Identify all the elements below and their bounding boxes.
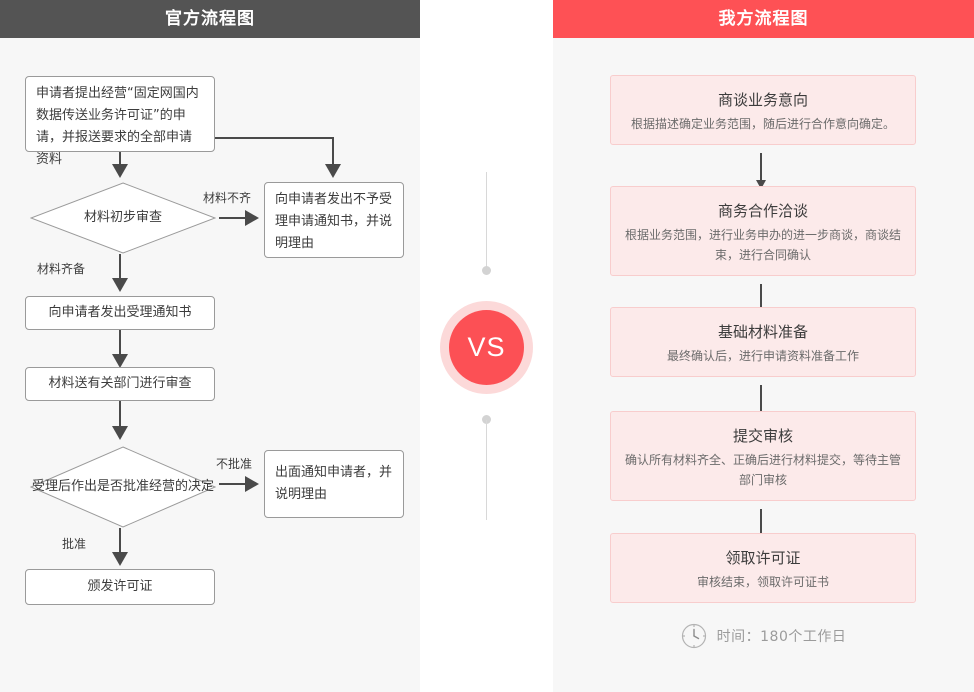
- official-node-accept-notice: 向申请者发出受理通知书: [25, 296, 215, 330]
- official-flowchart: 申请者提出经营“固定网国内数据传送业务许可证”的申请，并报送要求的全部申请资料 …: [0, 38, 420, 692]
- our-arrow-1: [756, 153, 766, 189]
- our-step-3-desc: 最终确认后，进行申请资料准备工作: [666, 349, 859, 363]
- our-step-1-desc: 根据描述确定业务范围，随后进行合作意向确定。: [630, 117, 895, 131]
- our-panel-title: 我方流程图: [553, 0, 974, 38]
- our-step-1-title: 商谈业务意向: [717, 91, 808, 109]
- edge-label-incomplete: 材料不齐: [203, 191, 252, 205]
- edge-label-complete: 材料齐备: [37, 262, 86, 276]
- our-step-4-title: 提交审核: [732, 427, 793, 445]
- diamond-shape-icon: [30, 182, 216, 254]
- our-arrow-3: [756, 385, 766, 421]
- vs-divider: VS: [420, 0, 553, 692]
- our-step-2-title: 商务合作洽谈: [717, 202, 808, 220]
- our-step-5-desc: 审核结束，领取许可证书: [696, 575, 829, 589]
- official-decision-approval-text: 受理后作出是否批准经营的决定: [31, 479, 214, 494]
- official-node-reject-inform: 出面通知申请者，并说明理由: [264, 450, 404, 518]
- our-footer-time: 时间：180个工作日: [553, 623, 974, 649]
- our-step-1: 商谈业务意向 根据描述确定业务范围，随后进行合作意向确定。: [610, 75, 916, 145]
- official-node-reject-notice: 向申请者发出不予受理申请通知书，并说明理由: [264, 182, 404, 258]
- vs-dot-bottom: [482, 415, 491, 424]
- vs-label: VS: [449, 310, 524, 385]
- edge-label-approved: 批准: [62, 537, 87, 551]
- vs-dot-top: [482, 266, 491, 275]
- official-decision-material-check: 材料初步审查: [30, 182, 216, 254]
- our-step-3: 基础材料准备 最终确认后，进行申请资料准备工作: [610, 307, 916, 377]
- official-node-issue-license-text: 颁发许可证: [87, 579, 153, 594]
- our-footer-time-text: 时间：180个工作日: [716, 629, 847, 645]
- our-step-3-title: 基础材料准备: [717, 323, 808, 341]
- clock-icon: [681, 623, 706, 649]
- our-step-5-title: 领取许可证: [725, 549, 801, 567]
- our-step-5: 领取许可证 审核结束，领取许可证书: [610, 533, 916, 603]
- official-node-reject-inform-text: 出面通知申请者，并说明理由: [275, 465, 393, 502]
- official-node-issue-license: 颁发许可证: [25, 569, 215, 605]
- our-step-2: 商务合作洽谈 根据业务范围，进行业务申办的进一步商谈，商谈结束，进行合同确认: [610, 186, 916, 276]
- official-decision-material-check-text: 材料初步审查: [83, 210, 162, 225]
- official-connectors: [112, 137, 341, 566]
- official-node-reject-notice-text: 向申请者发出不予受理申请通知书，并说明理由: [275, 192, 393, 251]
- official-node-apply-text: 申请者提出经营“固定网国内数据传送业务许可证”的申请，并报送要求的全部申请资料: [36, 86, 199, 167]
- edge-label-not-approved: 不批准: [216, 457, 253, 471]
- official-node-dept-review: 材料送有关部门进行审查: [25, 367, 215, 401]
- official-decision-approval: 受理后作出是否批准经营的决定: [30, 446, 216, 528]
- our-flowchart: 商谈业务意向 根据描述确定业务范围，随后进行合作意向确定。 商务合作洽谈 根据业…: [553, 38, 974, 692]
- our-arrow-4: [756, 509, 766, 545]
- official-node-apply: 申请者提出经营“固定网国内数据传送业务许可证”的申请，并报送要求的全部申请资料: [25, 76, 215, 167]
- our-step-4: 提交审核 确认所有材料齐全、正确后进行材料提交，等待主管部门审核: [610, 411, 916, 501]
- our-step-4-desc: 确认所有材料齐全、正确后进行材料提交，等待主管部门审核: [624, 453, 901, 487]
- official-panel-title: 官方流程图: [0, 0, 420, 38]
- official-node-accept-notice-text: 向申请者发出受理通知书: [48, 305, 192, 320]
- our-step-2-desc: 根据业务范围，进行业务申办的进一步商谈，商谈结束，进行合同确认: [624, 228, 901, 262]
- vs-line-top: [486, 172, 487, 270]
- vs-badge: VS: [440, 301, 533, 394]
- official-node-dept-review-text: 材料送有关部门进行审查: [48, 376, 192, 391]
- vs-line-bottom: [486, 420, 487, 520]
- diamond-shape-icon: [30, 446, 216, 528]
